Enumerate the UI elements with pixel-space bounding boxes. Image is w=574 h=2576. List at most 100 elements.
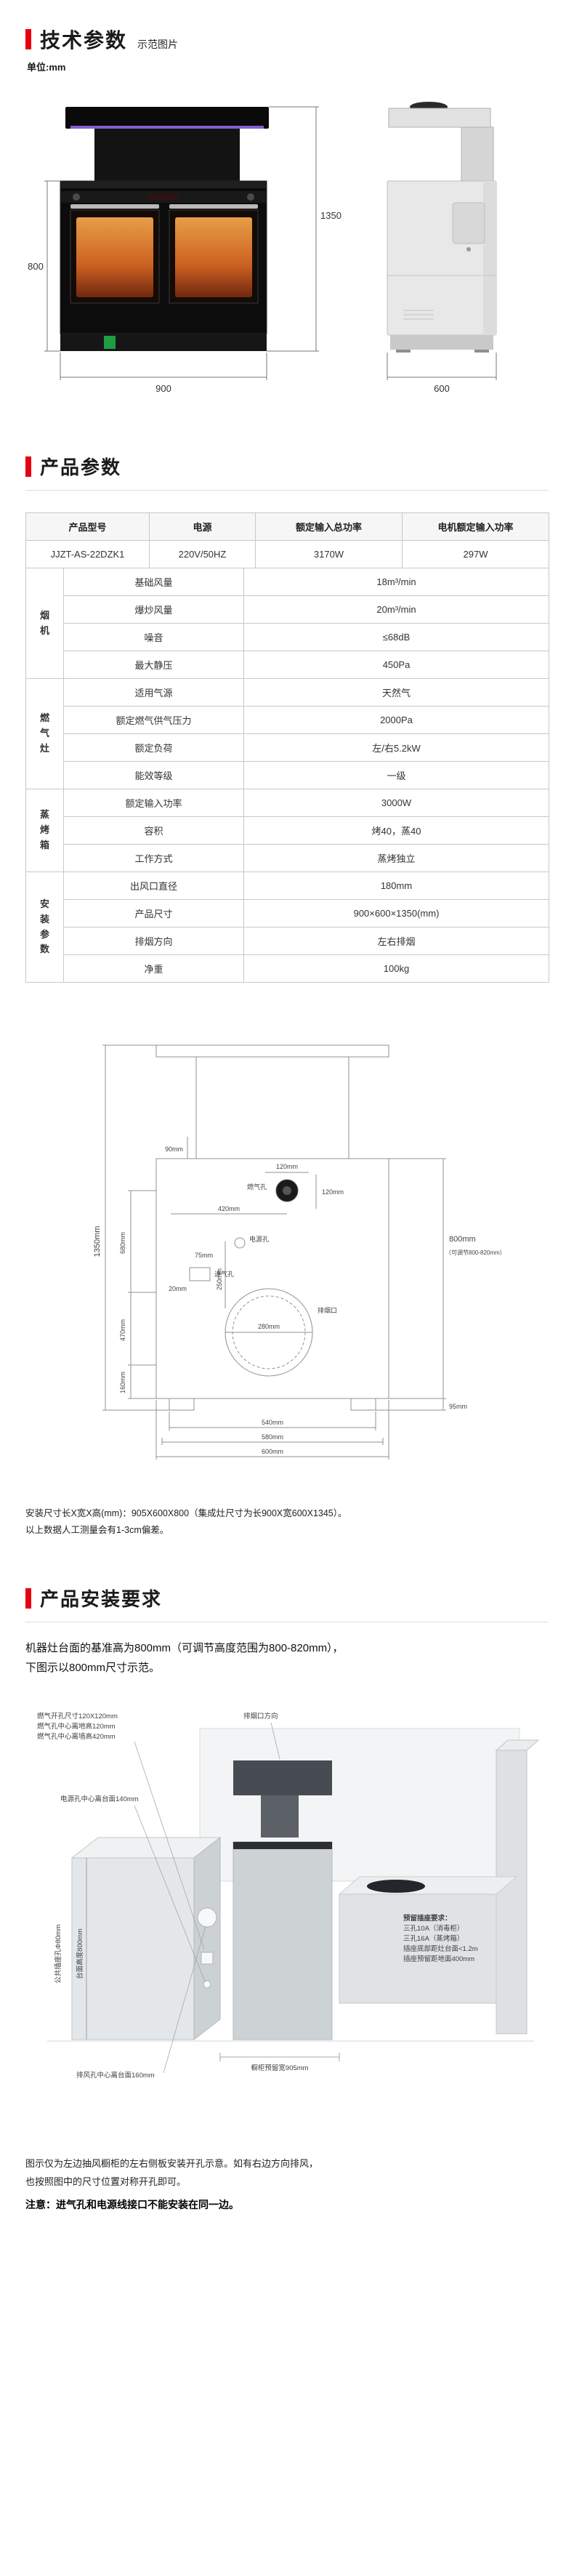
dimension-drawing-svg: 1350mm 680mm 470mm 160mm 90mm 燃气孔 120mm …: [93, 1045, 506, 1460]
dim-label-600: 600: [434, 383, 450, 394]
table-row: 安装参数 出风口直径 180mm: [25, 872, 549, 983]
accent-bar: [25, 456, 31, 477]
col-header-total-power: 额定输入总功率: [255, 512, 403, 541]
gas-hole: [201, 1952, 214, 1965]
hob: [367, 1880, 425, 1893]
spec-value: 450Pa: [243, 651, 549, 679]
col-header-motor-power: 电机额定输入功率: [402, 512, 549, 541]
install-intro-line: 下图示以800mm尺寸示范。: [25, 1662, 161, 1674]
power-hole-label: 电源孔: [249, 1235, 269, 1243]
spec-table-top: 产品型号 电源 额定输入总功率 电机额定输入功率 JJZT-AS-22DZK1 …: [25, 512, 549, 568]
spec-label: 噪音: [63, 623, 244, 651]
dim-90: 90mm: [165, 1146, 183, 1153]
drawing-note-line: 以上数据人工测量会有1-3cm偏差。: [25, 1524, 169, 1535]
callout-gas-line2: 燃气孔中心离地高120mm: [37, 1722, 116, 1731]
socket-requirement-line: 三孔16A（蒸烤箱）: [403, 1934, 464, 1943]
control-display: [149, 194, 178, 200]
vent-hole: [197, 1907, 217, 1928]
spec-value: 900×600×1350(mm): [243, 899, 549, 927]
demo-image-label: 示范图片: [137, 39, 179, 50]
dim-580: 580mm: [262, 1433, 283, 1441]
spec-label: 工作方式: [63, 844, 244, 872]
oven-handle: [70, 204, 159, 209]
callout-power-hole: 电源孔中心离台面140mm: [60, 1795, 139, 1803]
callout-gas-line3: 燃气孔中心离墙高420mm: [37, 1732, 116, 1741]
oven-handle: [169, 204, 258, 209]
spec-label: 基础风量: [63, 568, 244, 596]
spec-value: 天然气: [243, 678, 549, 707]
install-section-header: 产品安装要求: [25, 1585, 549, 1622]
install-diagram: 燃气开孔尺寸120X120mm 燃气孔中心离地高120mm 燃气孔中心离墙高42…: [25, 1699, 549, 2139]
gas-hole-label: 燃气孔: [247, 1183, 267, 1191]
callout-exhaust-direction: 排烟口方向: [243, 1712, 278, 1720]
dim-470: 470mm: [119, 1319, 126, 1341]
spec-value: 左/右5.2kW: [243, 733, 549, 762]
install-notes: 图示仅为左边抽风橱柜的左右侧板安装开孔示意。如有右边方向排风， 也按照图中的尺寸…: [25, 2155, 549, 2258]
dim-20: 20mm: [169, 1285, 187, 1292]
base-side: [390, 335, 493, 350]
spec-value: 2000Pa: [243, 706, 549, 734]
divider: [25, 490, 549, 491]
machine-hood: [233, 1760, 332, 1795]
dim-160: 160mm: [119, 1372, 126, 1393]
spec-value: ≤68dB: [243, 623, 549, 651]
callout-vent-center: 排风孔中心离台面160mm: [76, 2071, 155, 2080]
dim-label-800: 800: [28, 261, 44, 272]
machine-cooktop: [233, 1842, 332, 1849]
spec-label: 适用气源: [63, 678, 244, 707]
install-diagram-svg: 燃气开孔尺寸120X120mm 燃气孔中心离地高120mm 燃气孔中心离墙高42…: [37, 1712, 540, 2080]
spec-value: 一级: [243, 761, 549, 789]
socket-requirements-title: 预留插座要求：: [403, 1914, 452, 1923]
exhaust-outlet-label: 排烟口: [318, 1306, 337, 1314]
control-knob: [73, 193, 80, 201]
dim-600: 600mm: [262, 1448, 283, 1455]
spec-value: 烤40，蒸40: [243, 816, 549, 845]
table-row: 额定负荷 左/右5.2kW: [26, 733, 549, 762]
install-note-line: 图示仅为左边抽风橱柜的左右侧板安装开孔示意。如有右边方向排风，: [25, 2158, 319, 2169]
table-row: 净重 100kg: [26, 954, 549, 983]
spec-label: 能效等级: [63, 761, 244, 789]
dim-95: 95mm: [449, 1403, 467, 1410]
machine-body: [233, 1841, 333, 2040]
hood-led-glow: [70, 126, 264, 129]
table-row: 额定燃气供气压力 2000Pa: [26, 706, 549, 734]
table-row: 噪音 ≤68dB: [26, 623, 549, 651]
accent-bar: [25, 1587, 31, 1609]
front-view-image: 800 1350 900: [28, 106, 341, 394]
spec-label: 额定燃气供气压力: [63, 706, 244, 734]
spec-value: 100kg: [243, 954, 549, 983]
spec-label: 产品尺寸: [63, 899, 244, 927]
energy-label: [104, 336, 116, 349]
dim-gas-120a: 120mm: [276, 1163, 298, 1170]
table-row: 爆炒风量 20m³/min: [26, 595, 549, 624]
spec-value: 18m³/min: [243, 568, 549, 596]
callout-gas-line1: 燃气开孔尺寸120X120mm: [37, 1712, 118, 1720]
end-panel: [496, 1750, 527, 2034]
unit-label: 单位:mm: [27, 62, 66, 73]
intake-hole-label: 进气孔: [214, 1270, 234, 1278]
hood-panel: [65, 107, 269, 129]
dim-75: 75mm: [195, 1252, 213, 1259]
side-view-image: 600: [387, 102, 497, 394]
counter-top: [338, 1876, 518, 1895]
access-door: [452, 202, 485, 244]
col-header-model: 产品型号: [25, 512, 150, 541]
spec-label: 爆炒风量: [63, 595, 244, 624]
category-hood: 烟机: [25, 568, 64, 679]
spec-section-title: 产品参数: [40, 456, 122, 478]
install-intro-line: 机器灶台面的基准高为800mm（可调节高度范围为800-820mm），: [25, 1642, 344, 1654]
tech-params-header: 技术参数 示范图片 单位:mm: [25, 0, 549, 73]
hood-head-side: [388, 108, 491, 128]
counter-front: [339, 1893, 497, 2004]
power-hole: [203, 1980, 211, 1989]
dim-280: 280mm: [258, 1323, 280, 1330]
stove-base: [60, 334, 267, 351]
product-images: 800 1350 900: [25, 94, 549, 406]
table-row: 排烟方向 左右排烟: [26, 927, 549, 955]
spec-label: 额定输入功率: [63, 789, 244, 817]
spec-label: 容积: [63, 816, 244, 845]
install-note-line: 也按照图中的尺寸位置对称开孔即可。: [25, 2175, 187, 2187]
socket-requirement-line: 三孔10A（消毒柜）: [403, 1924, 464, 1933]
motor-power-value: 297W: [402, 540, 549, 568]
table-row: JJZT-AS-22DZK1 220V/50HZ 3170W 297W: [25, 540, 549, 568]
